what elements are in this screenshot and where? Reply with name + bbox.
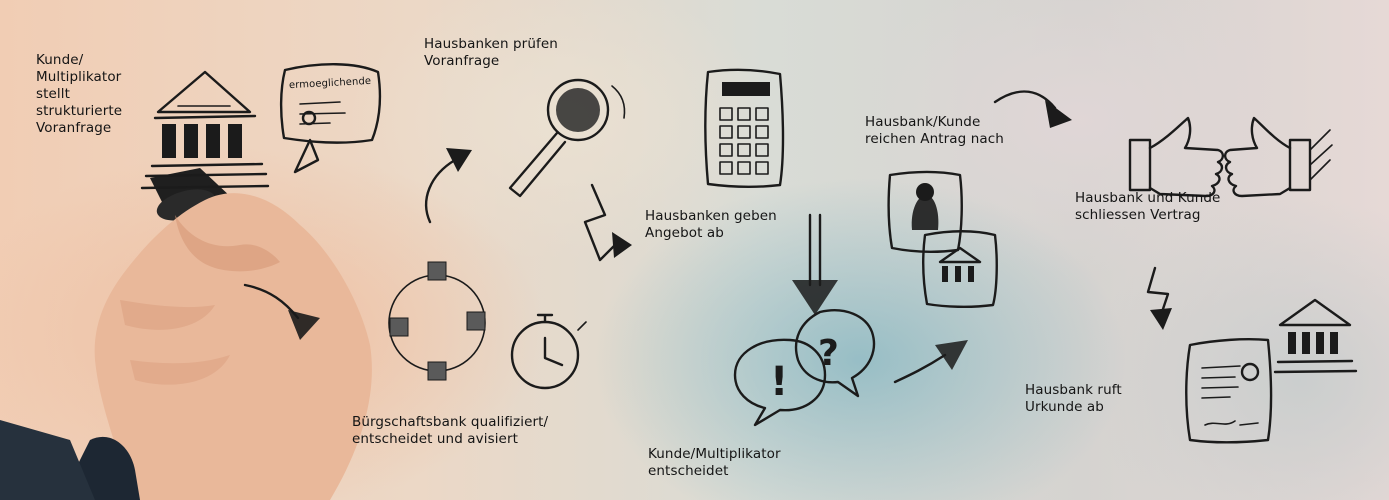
arrow-up-icon bbox=[425, 158, 457, 224]
step-label-entscheidet: Kunde/Multiplikator entscheidet bbox=[648, 446, 781, 479]
calculator-icon bbox=[704, 68, 785, 189]
sign-board-icon bbox=[279, 63, 382, 174]
cycle-icon bbox=[388, 261, 486, 381]
magnifier-icon bbox=[508, 78, 626, 198]
arrow-icon bbox=[893, 353, 947, 384]
zigzag-arrow-icon bbox=[1146, 266, 1170, 320]
bank-icon bbox=[1273, 298, 1358, 374]
step-label-voranfrage: Kunde/ Multiplikator stellt strukturiert… bbox=[36, 52, 123, 136]
arrow-head-icon bbox=[288, 310, 320, 340]
thumbs-up-icon bbox=[1128, 116, 1333, 198]
step-label-antrag: Hausbank/Kunde reichen Antrag nach bbox=[865, 114, 1004, 147]
step-label-qualifiziert: Bürgschaftsbank qualifiziert/ entscheide… bbox=[352, 414, 549, 447]
certificate-icon bbox=[1185, 338, 1273, 444]
svg-text:!: ! bbox=[770, 359, 788, 405]
step-label-angebot: Hausbanken geben Angebot ab bbox=[645, 208, 777, 241]
down-arrow-icon bbox=[808, 213, 822, 287]
bank-icon bbox=[140, 70, 270, 190]
step-label-pruefen: Hausbanken prüfen Voranfrage bbox=[424, 36, 558, 69]
zigzag-arrow-icon bbox=[583, 183, 622, 262]
step-label-urkunde: Hausbank ruft Urkunde ab bbox=[1025, 382, 1122, 415]
step-label-vertrag: Hausbank und Kunde schliessen Vertrag bbox=[1075, 190, 1221, 223]
arrow-icon bbox=[993, 90, 1057, 110]
stopwatch-icon bbox=[510, 313, 587, 390]
speech-bubbles-icon: ! ? bbox=[733, 309, 876, 427]
application-cards-icon bbox=[887, 170, 998, 309]
svg-text:?: ? bbox=[818, 333, 839, 374]
